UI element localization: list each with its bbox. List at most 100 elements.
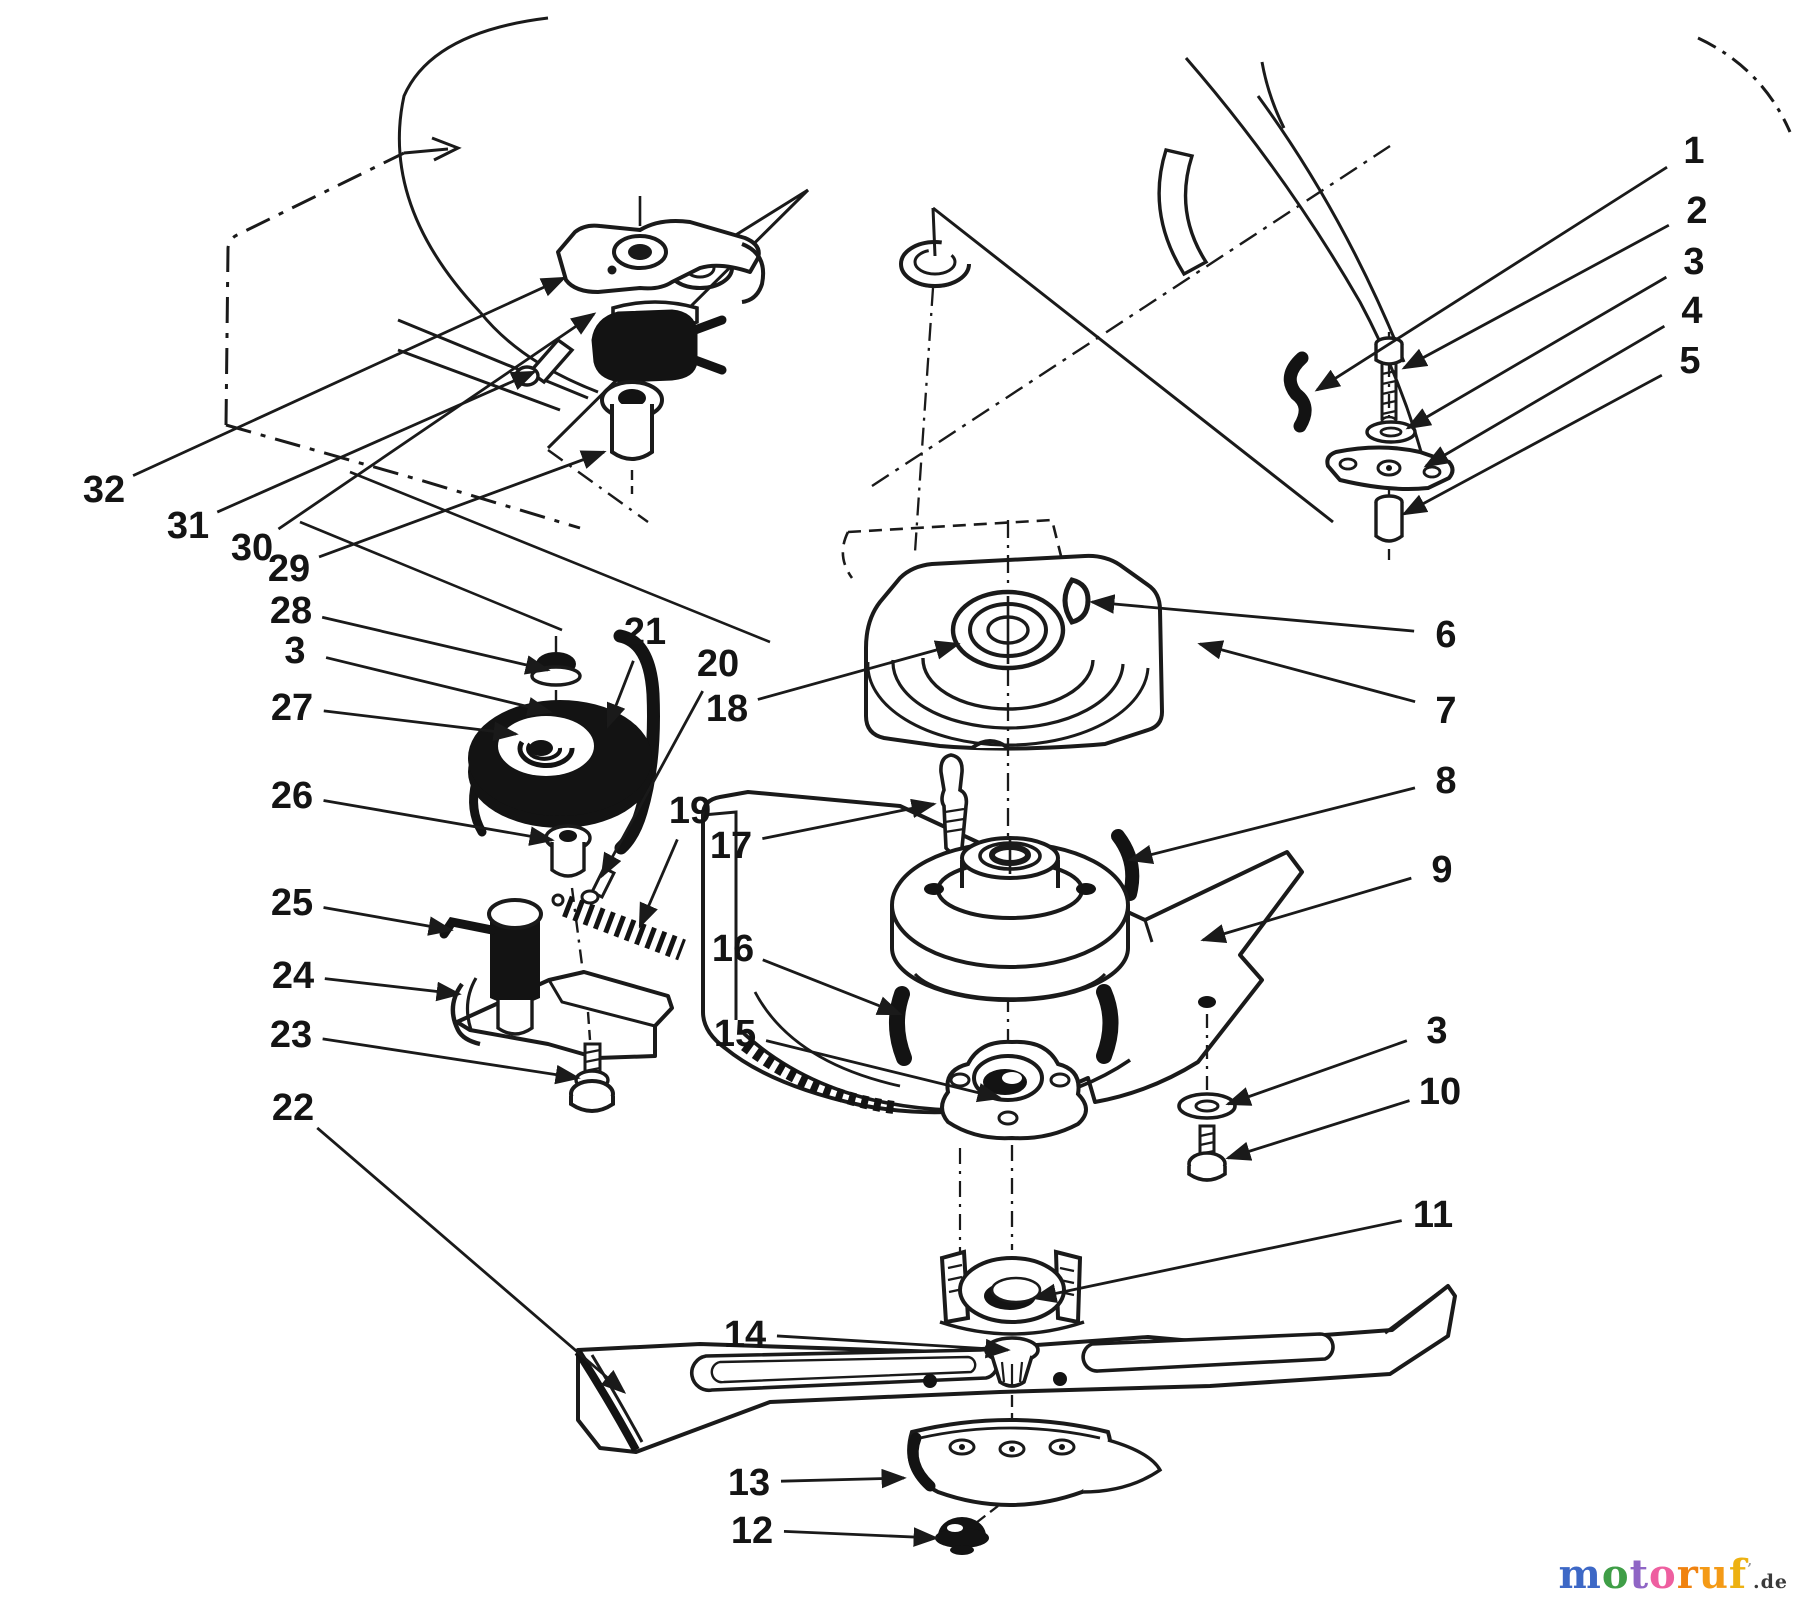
part-number-label-26-26: 26	[271, 775, 313, 817]
bolt-thread1	[584, 1048, 601, 1055]
part-24-wall-inner	[465, 977, 478, 1031]
wordmark-letter-m: m	[1558, 1551, 1602, 1598]
cup-rim-line	[919, 1426, 1101, 1440]
part-2-bolt-head	[1374, 344, 1404, 366]
blade-left-wing-fold	[574, 1349, 640, 1452]
part-number-label-5-4: 5	[1679, 340, 1700, 382]
leader-line-15-15	[765, 1039, 1003, 1103]
leader-line-24-24	[324, 977, 462, 1002]
lever-axis-line	[547, 449, 649, 523]
brake-lever-group	[514, 196, 765, 494]
part-number-label-12-12: 12	[731, 1510, 773, 1552]
wordmark-letter-f: f	[1728, 1551, 1748, 1598]
leader-line-11-11	[1031, 1219, 1402, 1303]
bearing-seat-arc2	[891, 659, 1125, 730]
deck-edge-line1	[397, 318, 589, 400]
bolt-thread2	[584, 1057, 601, 1064]
lever-pivot-hole	[628, 244, 652, 260]
part-number-label-8-7: 8	[1435, 760, 1456, 802]
leader-line-20-20	[600, 690, 704, 879]
part-number-label-3-9: 3	[1426, 1010, 1447, 1052]
spindle-bearing-glint	[1002, 1072, 1022, 1084]
lever-hook	[741, 242, 765, 304]
bolt-axis	[586, 1011, 592, 1041]
leader-line-14-14	[776, 1334, 1011, 1359]
part-26-bushing-body	[550, 842, 586, 878]
leader-line-3-28	[325, 656, 553, 717]
blade-group	[574, 1145, 1457, 1555]
blade-hole-right	[1053, 1372, 1067, 1386]
part-number-label-18-18: 18	[706, 688, 748, 730]
part-30-brake-pad	[591, 309, 698, 383]
part-number-label-17-17: 17	[710, 825, 752, 867]
housing-hatched-lip	[741, 1039, 899, 1115]
part-number-label-7-6: 7	[1435, 690, 1456, 732]
part-number-label-6-5: 6	[1435, 614, 1456, 656]
part-25-arm	[439, 916, 497, 939]
leader-line-6-5	[1089, 594, 1415, 633]
part-number-label-1-0: 1	[1683, 130, 1704, 172]
brake-bracket-group	[439, 893, 686, 1113]
part-25-cylinder-top	[487, 898, 543, 930]
leader-line-27-27	[323, 709, 519, 742]
housing-bolt-hole	[1198, 996, 1216, 1008]
part-29-sleeve-body	[610, 404, 654, 461]
leader-line-8-7	[1127, 786, 1416, 865]
screw-thread2	[1199, 1140, 1215, 1147]
leader-line-12-12	[783, 1527, 939, 1547]
leader-line-26-26	[323, 799, 555, 846]
deck-arrow-head	[431, 136, 462, 162]
hub-ear-left	[924, 883, 944, 895]
part-12-bolt-collar	[950, 1545, 974, 1555]
leader-line-7-6	[1197, 640, 1416, 704]
deck-right-curl	[1260, 61, 1286, 129]
flange-hole-right	[1049, 1072, 1071, 1088]
part-number-label-32-33: 32	[83, 469, 125, 511]
deck-right-inner-curve	[1256, 95, 1406, 363]
bolt12-glint	[947, 1524, 963, 1532]
part-28-nut-flange	[530, 665, 582, 687]
part-number-label-29-30: 29	[268, 548, 310, 590]
deck-slot	[1157, 147, 1209, 277]
deck-hidden-diagonal	[871, 144, 1391, 488]
part-number-label-31-32: 31	[167, 505, 209, 547]
deck-hidden-edge-bottom	[225, 423, 581, 530]
leader-line-18-18	[757, 640, 961, 701]
mower-deck-outline	[224, 16, 1792, 644]
blade-slot-right	[1081, 1332, 1335, 1373]
part-25-lower-boss	[496, 1000, 534, 1036]
driver-splines	[1000, 1361, 1024, 1386]
bearing-seat-arc3	[866, 661, 1150, 747]
blade-hole-left	[923, 1374, 937, 1388]
part-10-screw-head-side	[1187, 1166, 1227, 1182]
screw-thread1	[1199, 1131, 1215, 1138]
leader-line-16-16	[762, 958, 903, 1016]
part-20-pin-head	[580, 889, 600, 905]
flange-hole-bottom	[997, 1110, 1019, 1126]
deck-arrow-shaft	[403, 147, 449, 155]
deck-edge-line4	[299, 520, 563, 632]
cup-hole-3	[1048, 1438, 1076, 1456]
part-number-label-24-24: 24	[272, 955, 314, 997]
idler-hub	[529, 740, 553, 756]
blade-left-wing-line	[590, 1354, 644, 1443]
right-fastener-group	[1283, 332, 1455, 560]
cover-axis-from-grommet	[913, 287, 935, 553]
cup-right-flange	[1081, 1438, 1163, 1494]
part-17-pin	[939, 753, 969, 855]
part-number-label-21-21: 21	[624, 611, 666, 653]
wordmark-letter-u: u	[1698, 1551, 1729, 1598]
leader-line-25-25	[323, 906, 454, 936]
cup-hole-1-dot	[959, 1444, 965, 1450]
part-29-sleeve-bore	[618, 389, 646, 407]
part-3-washer-top-hole	[1379, 426, 1403, 438]
hub-ear-right	[1076, 883, 1096, 895]
part-12-bolt-flange	[935, 1528, 989, 1548]
bearing-seat-arc1	[921, 657, 1095, 711]
deck-edge-line3	[349, 470, 771, 644]
pulley-rim-line	[913, 972, 1107, 1001]
hub-riser-sides	[960, 860, 1060, 888]
part-number-label-3-28: 3	[284, 630, 305, 672]
pad-prong-bottom	[690, 355, 727, 375]
